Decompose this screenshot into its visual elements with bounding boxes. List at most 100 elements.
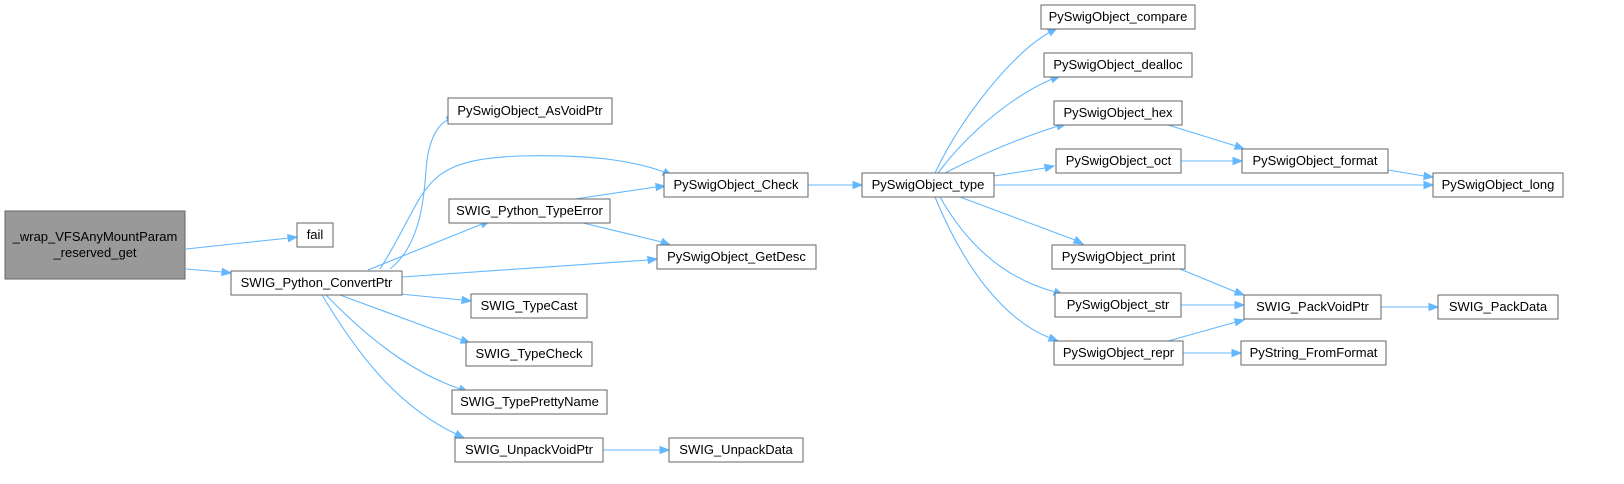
edge-convert-to-unpackvoid	[321, 294, 466, 439]
node-repr[interactable]: PySwigObject_repr	[1053, 340, 1184, 366]
edge-convert-to-prettyname	[325, 294, 470, 393]
node-label: PyString_FromFormat	[1250, 345, 1378, 360]
edge-line	[1387, 169, 1425, 177]
node-box	[454, 437, 604, 463]
edge-line	[993, 167, 1046, 177]
arrowhead-icon	[1232, 156, 1244, 166]
node-box	[1054, 292, 1182, 318]
node-label: SWIG_TypePrettyName	[460, 394, 599, 409]
node-format[interactable]: PySwigObject_format	[1241, 148, 1389, 174]
node-box	[668, 437, 804, 463]
node-label: _wrap_VFSAnyMountParam	[12, 229, 178, 244]
node-box	[1043, 52, 1193, 78]
node-box	[1243, 294, 1382, 320]
node-print[interactable]: PySwigObject_print	[1051, 244, 1186, 270]
node-wrap[interactable]: _wrap_VFSAnyMountParam_reserved_get	[4, 210, 186, 280]
node-typecast[interactable]: SWIG_TypeCast	[470, 293, 588, 319]
node-unpackvoid[interactable]: SWIG_UnpackVoidPtr	[454, 437, 604, 463]
node-long[interactable]: PySwigObject_long	[1432, 172, 1564, 198]
edge-type-to-repr	[934, 196, 1060, 342]
node-type[interactable]: PySwigObject_type	[861, 172, 995, 198]
edge-line	[379, 155, 665, 270]
node-box	[470, 293, 588, 319]
edge-hex-to-format	[1167, 124, 1246, 150]
node-label: PySwigObject_Check	[674, 177, 799, 192]
node-box	[1040, 4, 1196, 30]
node-box	[230, 270, 403, 296]
edge-convert-to-typecheck	[339, 294, 472, 344]
edge-type-to-long	[994, 180, 1435, 190]
node-label: PySwigObject_GetDesc	[667, 249, 806, 264]
node-label: SWIG_TypeCheck	[476, 346, 583, 361]
edge-check-to-type	[808, 180, 864, 190]
node-label: PySwigObject_str	[1067, 297, 1170, 312]
node-label: PySwigObject_type	[872, 177, 985, 192]
node-label: PySwigObject_print	[1062, 249, 1176, 264]
node-label: SWIG_Python_ConvertPtr	[241, 275, 393, 290]
node-fail[interactable]: fail	[296, 222, 334, 248]
arrowhead-icon	[461, 295, 473, 305]
node-box	[296, 222, 334, 248]
edge-type-to-dealloc	[937, 75, 1062, 174]
edge-line	[185, 237, 290, 250]
edge-convert-to-typeerror	[367, 220, 492, 271]
edge-line	[937, 78, 1053, 174]
node-label: PySwigObject_repr	[1063, 345, 1175, 360]
node-box	[1053, 100, 1183, 126]
node-asvoid[interactable]: PySwigObject_AsVoidPtr	[447, 97, 613, 125]
node-dealloc[interactable]: PySwigObject_dealloc	[1043, 52, 1193, 78]
node-label: PySwigObject_oct	[1066, 153, 1172, 168]
node-packvoid[interactable]: SWIG_PackVoidPtr	[1243, 294, 1382, 320]
arrowhead-icon	[655, 182, 667, 192]
arrowhead-icon	[1043, 163, 1056, 173]
node-prettyname[interactable]: SWIG_TypePrettyName	[451, 389, 608, 415]
node-box	[1241, 148, 1389, 174]
edge-line	[185, 268, 223, 273]
edge-line	[959, 196, 1076, 241]
edge-line	[944, 125, 1059, 174]
arrowhead-icon	[1233, 141, 1246, 150]
edge-format-to-long	[1387, 169, 1435, 181]
node-box	[1240, 340, 1387, 366]
node-label: PySwigObject_dealloc	[1053, 57, 1183, 72]
node-compare[interactable]: PySwigObject_compare	[1040, 4, 1196, 30]
arrowhead-icon	[647, 255, 659, 265]
node-packdata[interactable]: SWIG_PackData	[1437, 294, 1559, 320]
edge-line	[339, 294, 463, 341]
node-typeerror[interactable]: SWIG_Python_TypeError	[448, 198, 611, 224]
node-str[interactable]: PySwigObject_str	[1054, 292, 1182, 318]
node-fromformat[interactable]: PyString_FromFormat	[1240, 340, 1387, 366]
node-hex[interactable]: PySwigObject_hex	[1053, 100, 1183, 126]
edge-repr-to-packvoid	[1167, 318, 1246, 342]
edges-layer	[185, 27, 1440, 455]
node-box	[861, 172, 995, 198]
node-check[interactable]: PySwigObject_Check	[663, 172, 809, 198]
edge-convert-to-getdesc	[401, 255, 659, 278]
edge-line	[399, 293, 463, 301]
edge-repr-to-fromformat	[1183, 348, 1243, 358]
node-typecheck[interactable]: SWIG_TypeCheck	[465, 341, 593, 367]
edge-line	[934, 196, 1051, 339]
arrowhead-icon	[221, 267, 233, 277]
node-box	[1053, 340, 1184, 366]
edge-line	[367, 223, 483, 271]
node-label: PySwigObject_compare	[1049, 9, 1188, 24]
node-box	[448, 198, 611, 224]
node-label: PySwigObject_long	[1442, 177, 1555, 192]
node-convert[interactable]: SWIG_Python_ConvertPtr	[230, 270, 403, 296]
arrowhead-icon	[287, 233, 299, 243]
node-unpackdata[interactable]: SWIG_UnpackData	[668, 437, 804, 463]
edge-convert-to-typecast	[399, 293, 473, 305]
nodes-layer: _wrap_VFSAnyMountParam_reserved_getfailS…	[4, 4, 1564, 463]
edge-type-to-print	[959, 196, 1085, 245]
arrowhead-icon	[659, 445, 671, 455]
edge-line	[389, 119, 449, 270]
node-getdesc[interactable]: PySwigObject_GetDesc	[656, 244, 817, 270]
node-oct[interactable]: PySwigObject_oct	[1055, 148, 1182, 174]
node-box	[663, 172, 809, 198]
edge-line	[574, 186, 657, 200]
edge-line	[934, 31, 1051, 174]
node-label: SWIG_UnpackVoidPtr	[465, 442, 594, 457]
edge-line	[401, 259, 649, 278]
